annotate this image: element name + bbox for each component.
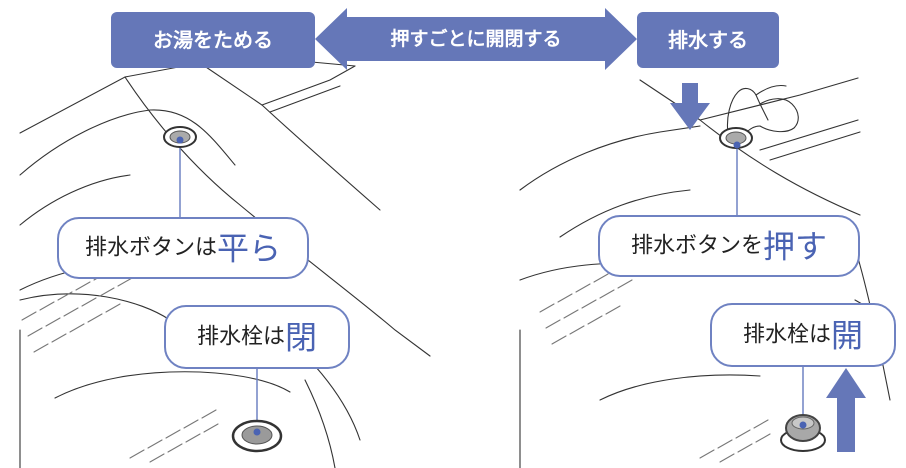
drain-plug-open-icon — [780, 414, 826, 452]
drain-button-pressed-icon — [719, 127, 753, 149]
double-arrow-icon — [315, 8, 637, 70]
drain-plug-text: 排水栓は — [742, 322, 831, 348]
drain-button-flat-icon — [163, 126, 197, 148]
drain-plug-state: 閉 — [285, 318, 318, 357]
drain-button-flat-callout: 排水ボタンは平ら — [57, 217, 309, 279]
drain-button-state: 平ら — [217, 229, 282, 268]
up-arrow-icon — [826, 368, 866, 452]
drain-plug-closed-icon — [231, 419, 283, 453]
drain-plug-closed-callout: 排水栓は閉 — [164, 305, 350, 369]
drain-plug-state: 開 — [831, 316, 864, 355]
down-arrow-icon — [670, 83, 710, 130]
drain-button-text: 排水ボタンを — [630, 233, 763, 259]
toggle-description: 押すごとに開閉する — [390, 28, 562, 50]
drain-plug-open-callout: 排水栓は開 — [710, 303, 896, 367]
drain-plug-text: 排水栓は — [196, 324, 285, 350]
drain-button-text: 排水ボタンは — [84, 235, 217, 261]
fill-bath-label: お湯をためる — [111, 12, 315, 68]
drain-button-action: 押す — [763, 227, 828, 266]
drain-button-push-callout: 排水ボタンを押す — [598, 215, 860, 277]
drain-label: 排水する — [637, 12, 779, 68]
